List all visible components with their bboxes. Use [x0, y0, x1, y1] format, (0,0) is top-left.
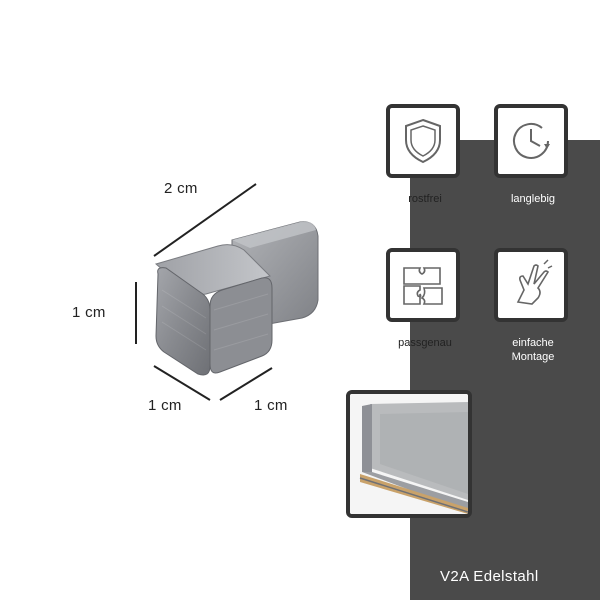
- feature-label-einfache-montage: einfache Montage: [511, 337, 555, 363]
- feature-label-langlebig: langlebig: [510, 193, 556, 205]
- tile-edge-illustration: [350, 394, 468, 514]
- width-left-label: 1 cm: [148, 397, 182, 414]
- clock-icon: [513, 123, 550, 159]
- material-label: V2A Edelstahl: [440, 568, 539, 585]
- feature-einfache-montage: [494, 248, 568, 322]
- shield-icon: [405, 118, 441, 164]
- feature-label-rostfrei: rostfrei: [408, 193, 442, 205]
- feature-label-passgenau: passgenau: [398, 337, 452, 349]
- length-label: 2 cm: [164, 180, 198, 197]
- feature-passgenau: [386, 248, 460, 322]
- length-dimension-line: [153, 183, 257, 257]
- dark-side-panel: [410, 140, 600, 600]
- width-right-dimension-line: [219, 367, 273, 401]
- width-left-dimension-line: [153, 365, 211, 401]
- width-right-label: 1 cm: [254, 397, 288, 414]
- application-photo: [346, 390, 472, 518]
- puzzle-icon: [403, 267, 443, 305]
- feature-rostfrei: [386, 104, 460, 178]
- height-label: 1 cm: [72, 304, 106, 321]
- feature-langlebig: [494, 104, 568, 178]
- hand-icon: [516, 259, 553, 305]
